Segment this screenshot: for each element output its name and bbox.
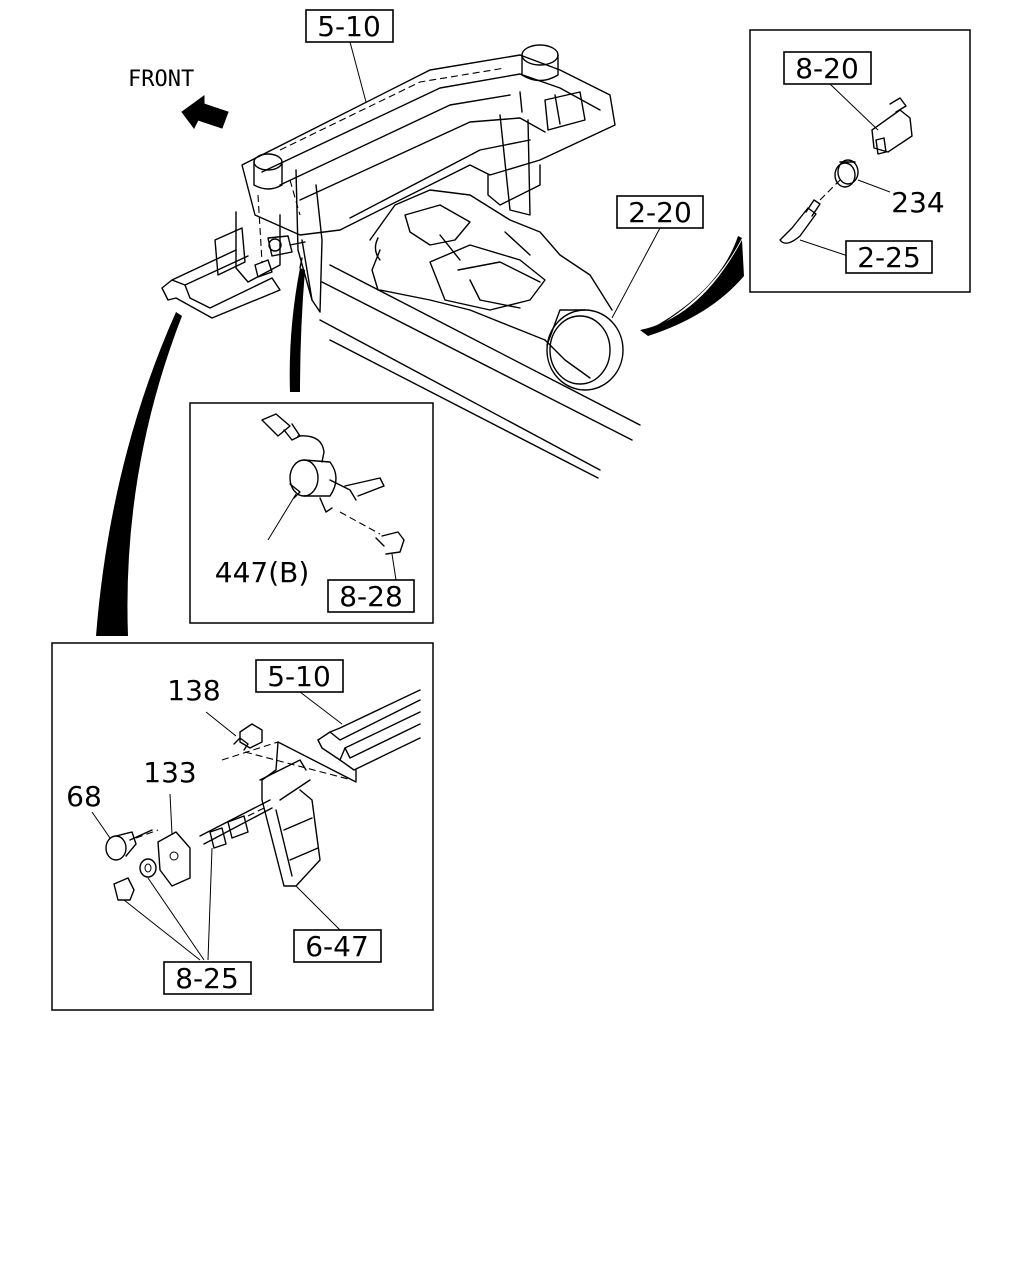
- inset-bottom-ref-hardware-label: 8-25: [175, 962, 239, 995]
- inset-top-right-ref-a-label: 8-20: [795, 52, 859, 85]
- front-label: FRONT: [128, 67, 194, 92]
- inset-top-right-part-label: 234: [891, 186, 944, 219]
- inset-bottom: 5-10 6-47 138 133: [51, 642, 434, 1011]
- front-arrow-icon: [181, 95, 229, 129]
- inset-top-right-ref-b-label: 2-25: [857, 241, 921, 274]
- callout-main-frame-label: 5-10: [317, 10, 381, 43]
- callout-main-frame: 5-10: [305, 9, 394, 43]
- inset-top-right: 8-20 234 2-25: [749, 29, 971, 293]
- callout-engine-label: 2-20: [628, 196, 692, 229]
- inset-bottom-part-68-label: 68: [66, 780, 102, 813]
- inset-middle-part-label: 447(B): [215, 556, 310, 589]
- callout-engine: 2-20: [616, 195, 704, 229]
- inset-middle-ref-label: 8-28: [339, 580, 403, 613]
- inset-bottom-part-133-label: 133: [143, 756, 196, 789]
- main-assembly: [96, 41, 744, 636]
- inset-bottom-frame-ref-label: 5-10: [267, 660, 331, 693]
- inset-bottom-ref-bracket-label: 6-47: [305, 930, 369, 963]
- inset-bottom-part-138-label: 138: [167, 674, 220, 707]
- inset-middle: 447(B) 8-28: [189, 402, 434, 624]
